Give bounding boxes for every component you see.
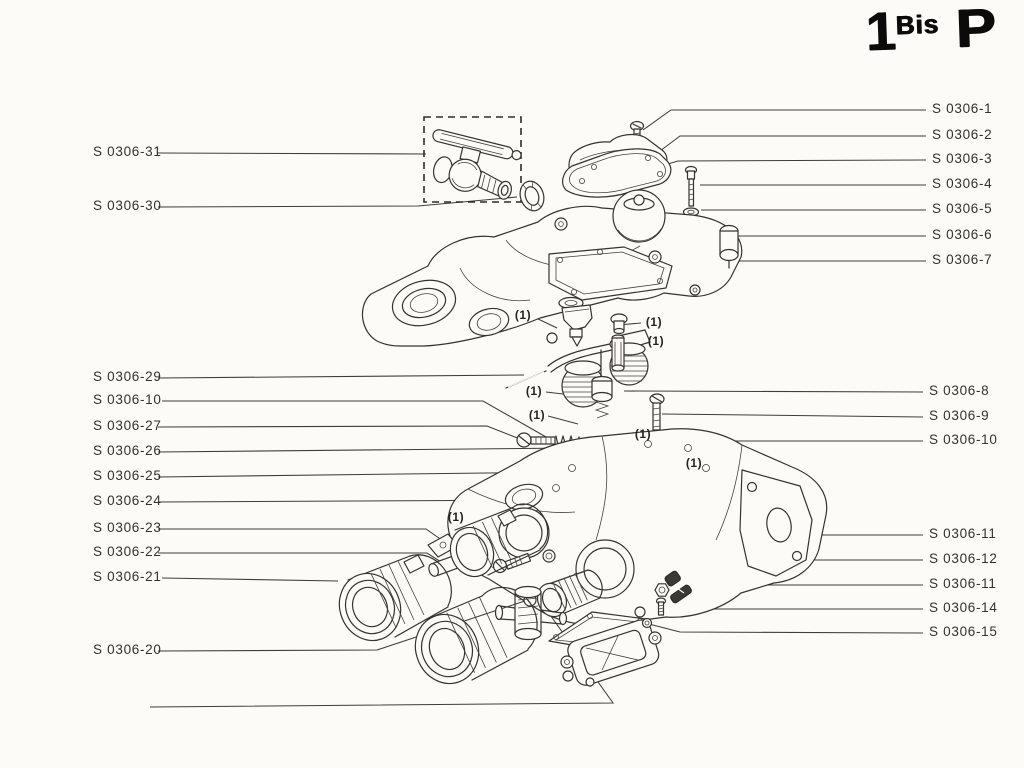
part-label-s0306-30: S 0306-30	[93, 198, 162, 213]
part-label-s0306-5: S 0306-5	[932, 201, 993, 216]
part-label-s0306-3: S 0306-3	[932, 151, 993, 166]
discharge-jet	[610, 313, 628, 335]
hex-nut	[654, 583, 670, 597]
leader-s0306-10-left	[162, 400, 554, 442]
sealing-ring	[519, 180, 545, 212]
qty-callout-float: (1)	[525, 384, 543, 398]
part-label-s0306-9: S 0306-9	[929, 408, 990, 423]
qty-callout-idle-jet: (1)	[528, 408, 546, 422]
part-label-s0306-29: S 0306-29	[93, 369, 162, 384]
needle-valve	[558, 296, 593, 347]
leader-s0306-1	[642, 109, 926, 131]
inlet-bolt	[684, 165, 698, 207]
idle-screw	[516, 432, 556, 448]
fuel-inlet-union	[719, 224, 739, 269]
part-label-s0306-23: S 0306-23	[93, 520, 162, 535]
part-label-s0306-6: S 0306-6	[932, 227, 993, 242]
part-label-s0306-27: S 0306-27	[93, 418, 162, 433]
qty-callout-needle-valve: (1)	[514, 308, 532, 322]
part-label-s0306-11a: S 0306-11	[929, 526, 997, 541]
leader-s0306-15	[648, 623, 924, 634]
part-label-s0306-20: S 0306-20	[93, 642, 162, 657]
secondary-bore	[575, 539, 635, 599]
discharge-tube	[611, 334, 625, 372]
venturi-sleeve-3	[414, 586, 538, 685]
part-label-s0306-2: S 0306-2	[932, 127, 993, 142]
venturi-sleeve-1	[449, 503, 549, 578]
choke-tube	[536, 569, 603, 618]
leader-s0306-29	[157, 374, 525, 379]
qty-callout-jet: (1)	[645, 315, 663, 329]
leader-s0306-9	[661, 413, 924, 418]
venturi-sleeve-2	[338, 554, 452, 642]
union-dashed-box	[423, 116, 522, 203]
part-label-s0306-10-right: S 0306-10	[929, 432, 998, 447]
part-label-s0306-31: S 0306-31	[93, 144, 162, 159]
part-label-s0306-7: S 0306-7	[932, 252, 993, 267]
part-label-s0306-25: S 0306-25	[93, 468, 162, 483]
part-label-s0306-1: S 0306-1	[932, 101, 993, 116]
leader-s0306-23	[158, 528, 447, 544]
outlet-flange	[739, 469, 813, 577]
throttle-base	[560, 619, 662, 687]
leader-s0306-21	[161, 577, 339, 582]
link-washer	[542, 549, 556, 563]
fuel-union-assembly	[423, 116, 522, 203]
cover-gasket	[562, 148, 672, 198]
float-bowl-dome	[612, 189, 666, 243]
leader-s0306-31	[157, 152, 427, 155]
plug-dark	[664, 570, 681, 587]
part-label-s0306-4: S 0306-4	[932, 176, 993, 191]
throttle-spindle	[494, 585, 568, 641]
leader-s0306-8	[623, 390, 924, 393]
leader-s0306-22	[158, 552, 442, 563]
pump-link-rod	[505, 370, 547, 389]
carburettor-main-body	[447, 428, 828, 626]
leader-s0306-30	[157, 196, 518, 208]
leader-s0306-3	[633, 159, 927, 175]
qty-callout-body-hole-2: (1)	[685, 456, 703, 470]
lever-pin	[670, 584, 692, 604]
part-label-s0306-26: S 0306-26	[93, 443, 162, 458]
part-label-s0306-21: S 0306-21	[93, 569, 162, 584]
leader-s0306-26	[157, 447, 573, 453]
leader-s0306-2	[647, 135, 926, 161]
qty-callout-body-hole-1: (1)	[634, 427, 652, 441]
pump-piston	[591, 349, 613, 419]
part-label-s0306-14: S 0306-14	[929, 600, 998, 615]
bowl-gasket	[548, 246, 673, 301]
part-label-s0306-10-left: S 0306-10	[93, 392, 162, 407]
leader-s0306-27	[157, 425, 521, 440]
qty-callout-venturi: (1)	[447, 510, 465, 524]
part-label-s0306-24: S 0306-24	[93, 493, 162, 508]
part-label-s0306-15: S 0306-15	[929, 624, 998, 639]
part-label-s0306-8: S 0306-8	[929, 383, 990, 398]
base-washer	[641, 617, 653, 629]
leader-s0306-20	[157, 583, 577, 652]
qty-callout-tube: (1)	[647, 334, 665, 348]
part-label-s0306-11b: S 0306-11	[929, 576, 997, 591]
base-screw	[655, 597, 667, 616]
part-label-s0306-12: S 0306-12	[929, 551, 998, 566]
part-label-s0306-22: S 0306-22	[93, 544, 162, 559]
pump-screw	[649, 393, 665, 431]
